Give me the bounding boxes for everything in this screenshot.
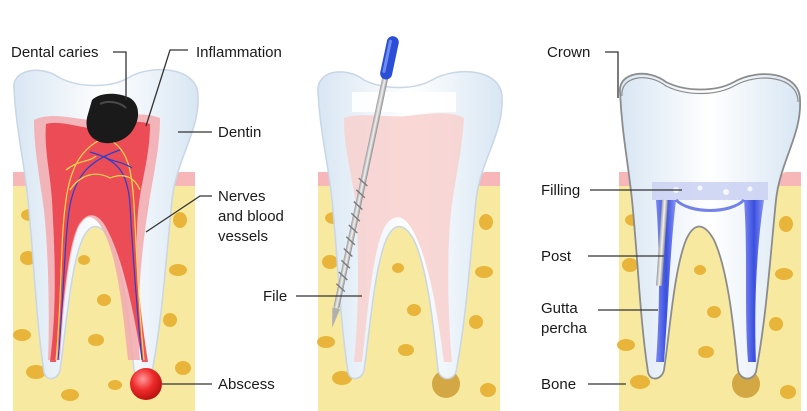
gutta-percha-chamber: [674, 198, 746, 212]
label-filling: Filling: [541, 182, 580, 199]
label-inflammation: Inflammation: [196, 44, 282, 61]
label-nerves-line2: and blood: [218, 208, 284, 225]
label-post: Post: [541, 248, 572, 265]
file-instrument: [332, 36, 399, 328]
label-gutta-line2: percha: [541, 320, 588, 337]
infected-tooth-icon: [13, 68, 199, 411]
label-file: File: [263, 288, 287, 305]
abscess-icon: [130, 368, 162, 400]
gutta-percha: [744, 200, 764, 362]
restored-tooth-icon: [617, 72, 801, 411]
tooth-with-file-icon: [317, 36, 503, 411]
label-dental-caries: Dental caries: [11, 44, 99, 61]
crown-cap: [621, 77, 799, 103]
label-abscess: Abscess: [218, 376, 275, 393]
label-crown: Crown: [547, 44, 590, 61]
label-nerves-line1: Nerves: [218, 188, 266, 205]
access-cavity: [352, 92, 456, 112]
label-dentin: Dentin: [218, 124, 261, 141]
cleaned-pulp-chamber: [344, 113, 464, 363]
label-bone: Bone: [541, 376, 576, 393]
label-nerves-line3: vessels: [218, 228, 268, 245]
label-gutta-line1: Gutta: [541, 300, 578, 317]
bone-spots: [13, 209, 191, 401]
leader-lines: [113, 49, 682, 385]
filling: [652, 182, 768, 200]
labels: Dental caries Inflammation Dentin Nerves…: [11, 44, 590, 393]
pulp-chamber: [45, 121, 150, 362]
post: [656, 199, 668, 286]
nerves-and-vessels: [55, 139, 145, 361]
